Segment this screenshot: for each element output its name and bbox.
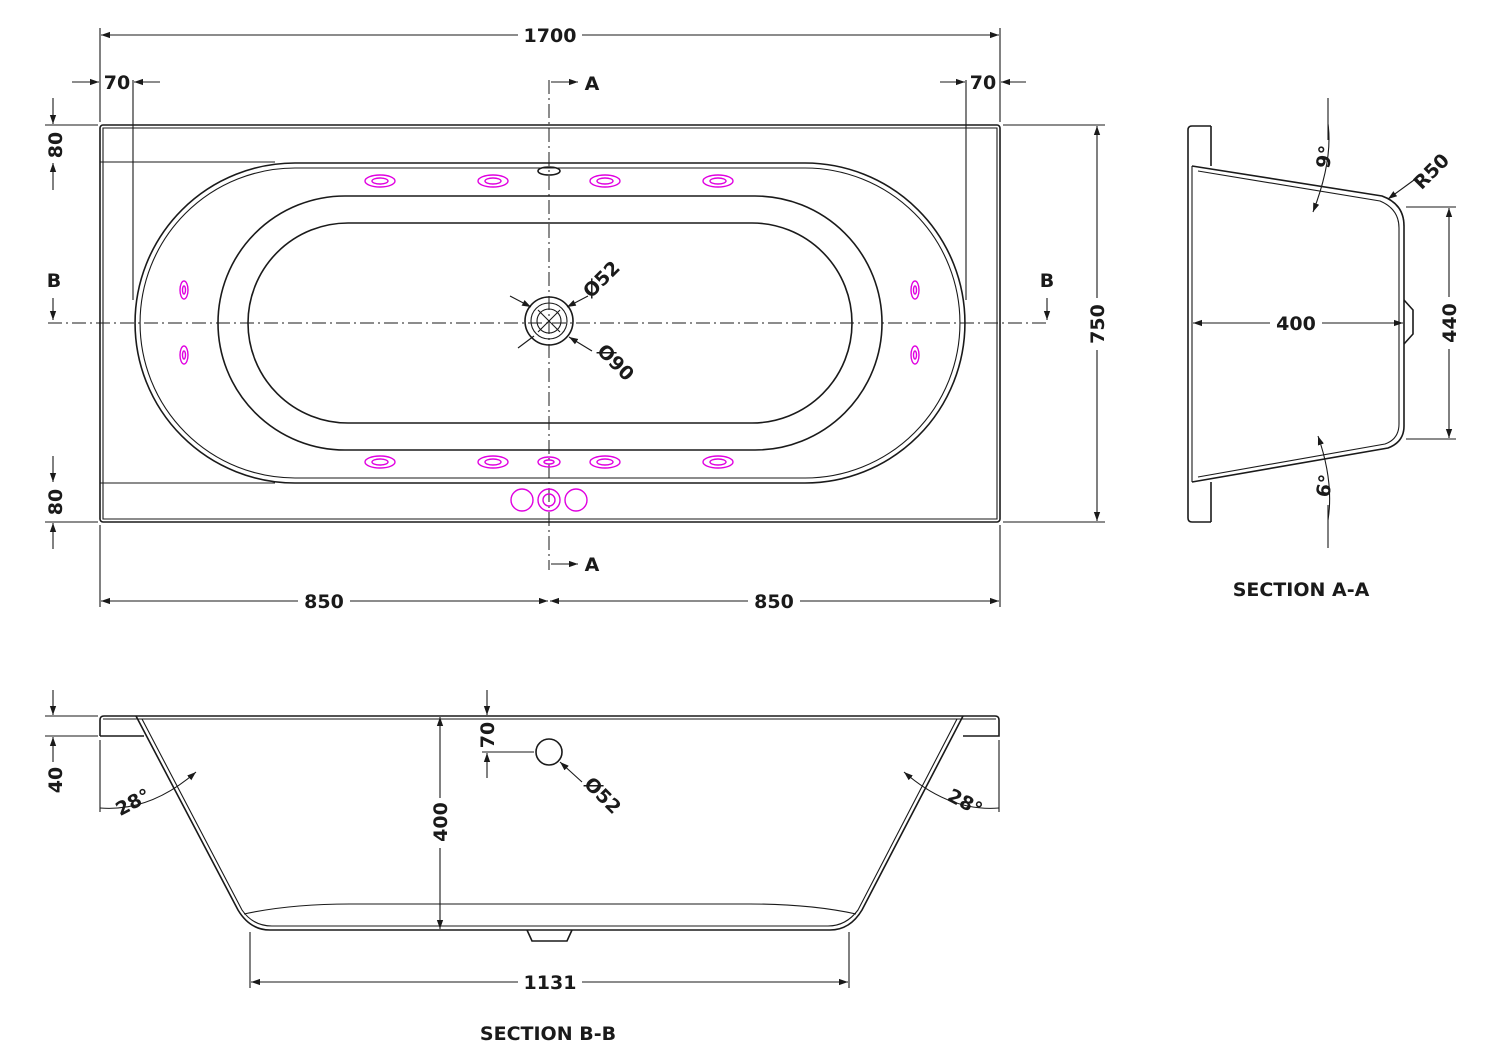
jet-left-1 [179, 280, 189, 300]
section-aa-radius [1381, 195, 1405, 227]
dim-bb-right-angle: 28° [944, 785, 986, 821]
overflow-top [537, 166, 561, 176]
dim-bb-depth: 400 [430, 802, 452, 842]
dim-bb-overflow-offset: 70 [477, 722, 499, 748]
dim-aa-height: 440 [1439, 303, 1461, 343]
angle-bb-right-arc [903, 771, 1000, 809]
jet-top-2 [477, 174, 509, 188]
waste-outer [524, 296, 574, 346]
leader-waste-52 [509, 295, 532, 308]
section-b-right-label: B [1040, 270, 1054, 292]
bath-top-outline-inner [139, 167, 961, 479]
dim-bb-left-angle: 28° [112, 785, 154, 821]
dim-bb-overflow-diameter: Ø52 [579, 773, 625, 819]
whirlpool-jets [179, 174, 920, 512]
dim-aa-depth: 400 [1276, 313, 1316, 335]
section-aa-view: 400 440 R50 9° 6° SECTION A-A [1187, 98, 1461, 601]
leader-waste-90 [517, 335, 535, 349]
dim-top-rim: 80 [45, 132, 67, 158]
angle-aa-top-arc [1312, 123, 1330, 213]
jet-top-1 [364, 174, 396, 188]
bath-floor-inner [247, 222, 853, 424]
jet-left-2 [179, 345, 189, 365]
dim-half-left: 850 [304, 591, 344, 613]
section-bb-rim [99, 715, 1000, 737]
jet-bottom-3 [589, 455, 621, 469]
dim-bb-base-length: 1131 [524, 972, 577, 994]
dim-waste-diameter: Ø52 [579, 257, 625, 303]
leader-waste-90b [568, 336, 593, 352]
jet-top-3 [589, 174, 621, 188]
dim-right-rim: 70 [970, 72, 996, 94]
jet-bottom-2 [477, 455, 509, 469]
section-aa-overflow [1403, 299, 1414, 345]
plan-view: 1700 70 70 A A B B 80 80 750 [45, 25, 1109, 613]
section-bb-body [135, 715, 964, 931]
section-a-top-label: A [585, 73, 600, 95]
section-bb-floor [243, 903, 857, 915]
section-b-left-label: B [47, 270, 61, 292]
section-a-bottom-label: A [585, 554, 600, 576]
dim-bb-rim-thickness: 40 [45, 767, 67, 793]
dim-aa-bottom-angle: 6° [1312, 473, 1338, 499]
section-aa-rim [1187, 125, 1211, 523]
section-aa-title: SECTION A-A [1233, 579, 1370, 601]
angle-bb-left-arc [99, 771, 197, 809]
jet-bottom-air [537, 456, 561, 468]
dim-aa-radius: R50 [1409, 149, 1454, 194]
rim-inner-line [102, 127, 998, 520]
dim-left-rim: 70 [104, 72, 130, 94]
dim-waste-outer-diameter: Ø90 [592, 340, 638, 386]
waste-inner [536, 308, 562, 334]
control-left [510, 488, 534, 512]
jet-right-2 [910, 345, 920, 365]
section-bb-overflow [535, 738, 563, 766]
section-bb-body-inner [141, 718, 958, 927]
control-centre-inner [542, 493, 556, 507]
leader-bb-52 [559, 761, 583, 783]
dim-overall-width: 750 [1087, 304, 1109, 344]
dim-aa-top-angle: 9° [1312, 144, 1338, 170]
waste-mid [530, 302, 568, 340]
angle-aa-bottom-arc [1317, 435, 1331, 521]
control-centre [537, 488, 561, 512]
dim-half-right: 850 [754, 591, 794, 613]
bath-floor-outer [217, 195, 883, 451]
leader-aa-r50 [1387, 179, 1415, 200]
dim-overall-length: 1700 [524, 25, 577, 47]
section-bb-view: 40 70 400 Ø52 28° 28° 1131 SECTION B-B [45, 690, 1000, 1045]
waste-cross-2 [537, 309, 561, 333]
section-bb-title: SECTION B-B [480, 1023, 616, 1045]
section-bb-waste [526, 929, 573, 942]
leader-waste-52b [566, 295, 589, 308]
dim-bottom-rim: 80 [45, 489, 67, 515]
jet-bottom-1 [364, 455, 396, 469]
bath-top-outline [134, 162, 966, 484]
control-right [564, 488, 588, 512]
jet-right-1 [910, 280, 920, 300]
jet-bottom-4 [702, 455, 734, 469]
jet-top-4 [702, 174, 734, 188]
